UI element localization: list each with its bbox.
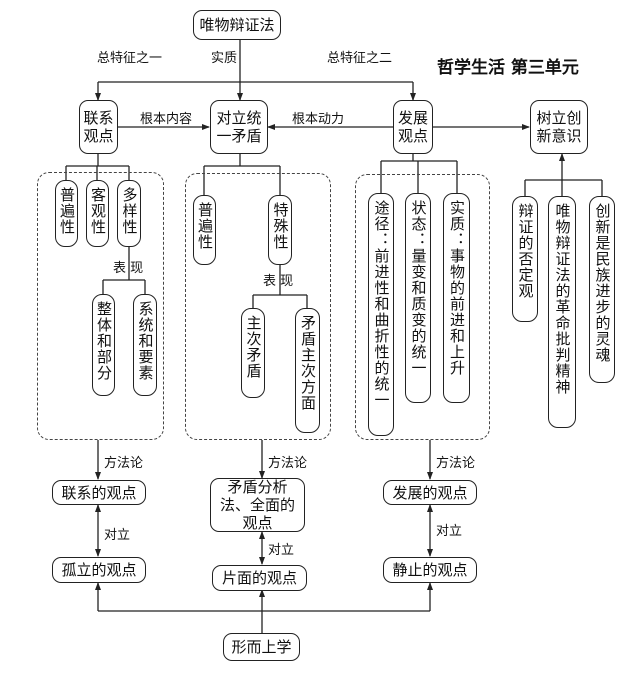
node-text: 主次矛盾 [244,315,263,379]
connection-prop-2: 客观性 [86,180,109,247]
label-oppose-2: 对立 [268,543,295,558]
label-oppose-3: 对立 [436,524,463,539]
node-text: 系统和要素 [136,301,155,381]
contradiction-sub-1: 主次矛盾 [241,308,265,398]
node-text: 普遍性 [58,187,76,235]
node-text: 状态：量变和质变的统一 [409,200,428,376]
node-text: 途径：前进性和曲折性的统一 [372,200,391,408]
view-connection: 联系的观点 [52,480,146,505]
innovation-prop-2: 唯物辩证法的革命批判精神 [548,196,576,428]
development-prop-1: 途径：前进性和曲折性的统一 [368,193,394,436]
node-connection-text: 联系观点 [83,109,114,145]
diagram-title: 哲学生活 第三单元 [437,58,579,78]
contradiction-sub-2: 矛盾主次方面 [295,308,320,433]
label-biaoxian-2: 表 现 [263,274,294,289]
innovation-prop-1: 辩证的否定观 [512,196,538,322]
group-connection [37,172,164,440]
node-text: 唯物辩证法的革命批判精神 [553,203,572,395]
node-text: 客观性 [89,187,107,235]
contradiction-prop-1: 普遍性 [193,195,216,265]
node-text: 整体和部分 [95,301,113,381]
connection-prop-1: 普遍性 [55,180,78,247]
node-innovation-text: 树立创新意识 [536,109,582,145]
label-feature1: 总特征之一 [97,51,163,66]
connection-sub-2: 系统和要素 [133,294,157,396]
node-text: 辩证的否定观 [516,203,535,299]
label-methodology-3: 方法论 [436,456,476,471]
label-oppose-1: 对立 [104,528,131,543]
node-text: 创新是民族进步的灵魂 [593,203,612,363]
node-text: 特殊性 [271,202,290,250]
connection-sub-1: 整体和部分 [92,294,115,396]
view-contradiction: 矛盾分析法、全面的观点 [210,478,305,532]
node-connection: 联系观点 [79,100,118,154]
innovation-prop-3: 创新是民族进步的灵魂 [589,196,615,383]
node-innovation: 树立创新意识 [530,100,588,154]
node-contradiction: 对立统一矛盾 [210,100,268,154]
connection-prop-3: 多样性 [117,180,141,247]
view-onesided: 片面的观点 [212,565,307,591]
node-development: 发展观点 [393,100,433,154]
label-basic-content: 根本内容 [140,112,193,127]
label-essence: 实质 [211,51,238,66]
node-text: 普遍性 [196,202,214,250]
label-feature2: 总特征之二 [327,51,393,66]
view-isolated: 孤立的观点 [52,557,146,583]
group-contradiction [185,173,331,440]
node-metaphysics: 形而上学 [223,633,300,661]
label-biaoxian-1: 表 现 [113,261,144,276]
label-basic-power: 根本动力 [292,112,345,127]
view-development: 发展的观点 [383,480,477,505]
development-prop-2: 状态：量变和质变的统一 [405,193,431,403]
group-development [355,174,490,440]
node-contradiction-text: 对立统一矛盾 [216,109,262,145]
root-node: 唯物辩证法 [193,10,281,40]
label-methodology-2: 方法论 [268,456,308,471]
node-development-text: 发展观点 [397,109,428,145]
node-text: 矛盾主次方面 [299,315,317,411]
development-prop-3: 实质：事物的前进和上升 [443,193,470,403]
node-text: 多样性 [120,187,139,235]
contradiction-prop-2: 特殊性 [268,195,292,265]
label-methodology-1: 方法论 [104,456,144,471]
node-text: 实质：事物的前进和上升 [448,200,466,376]
view-static: 静止的观点 [383,557,477,583]
